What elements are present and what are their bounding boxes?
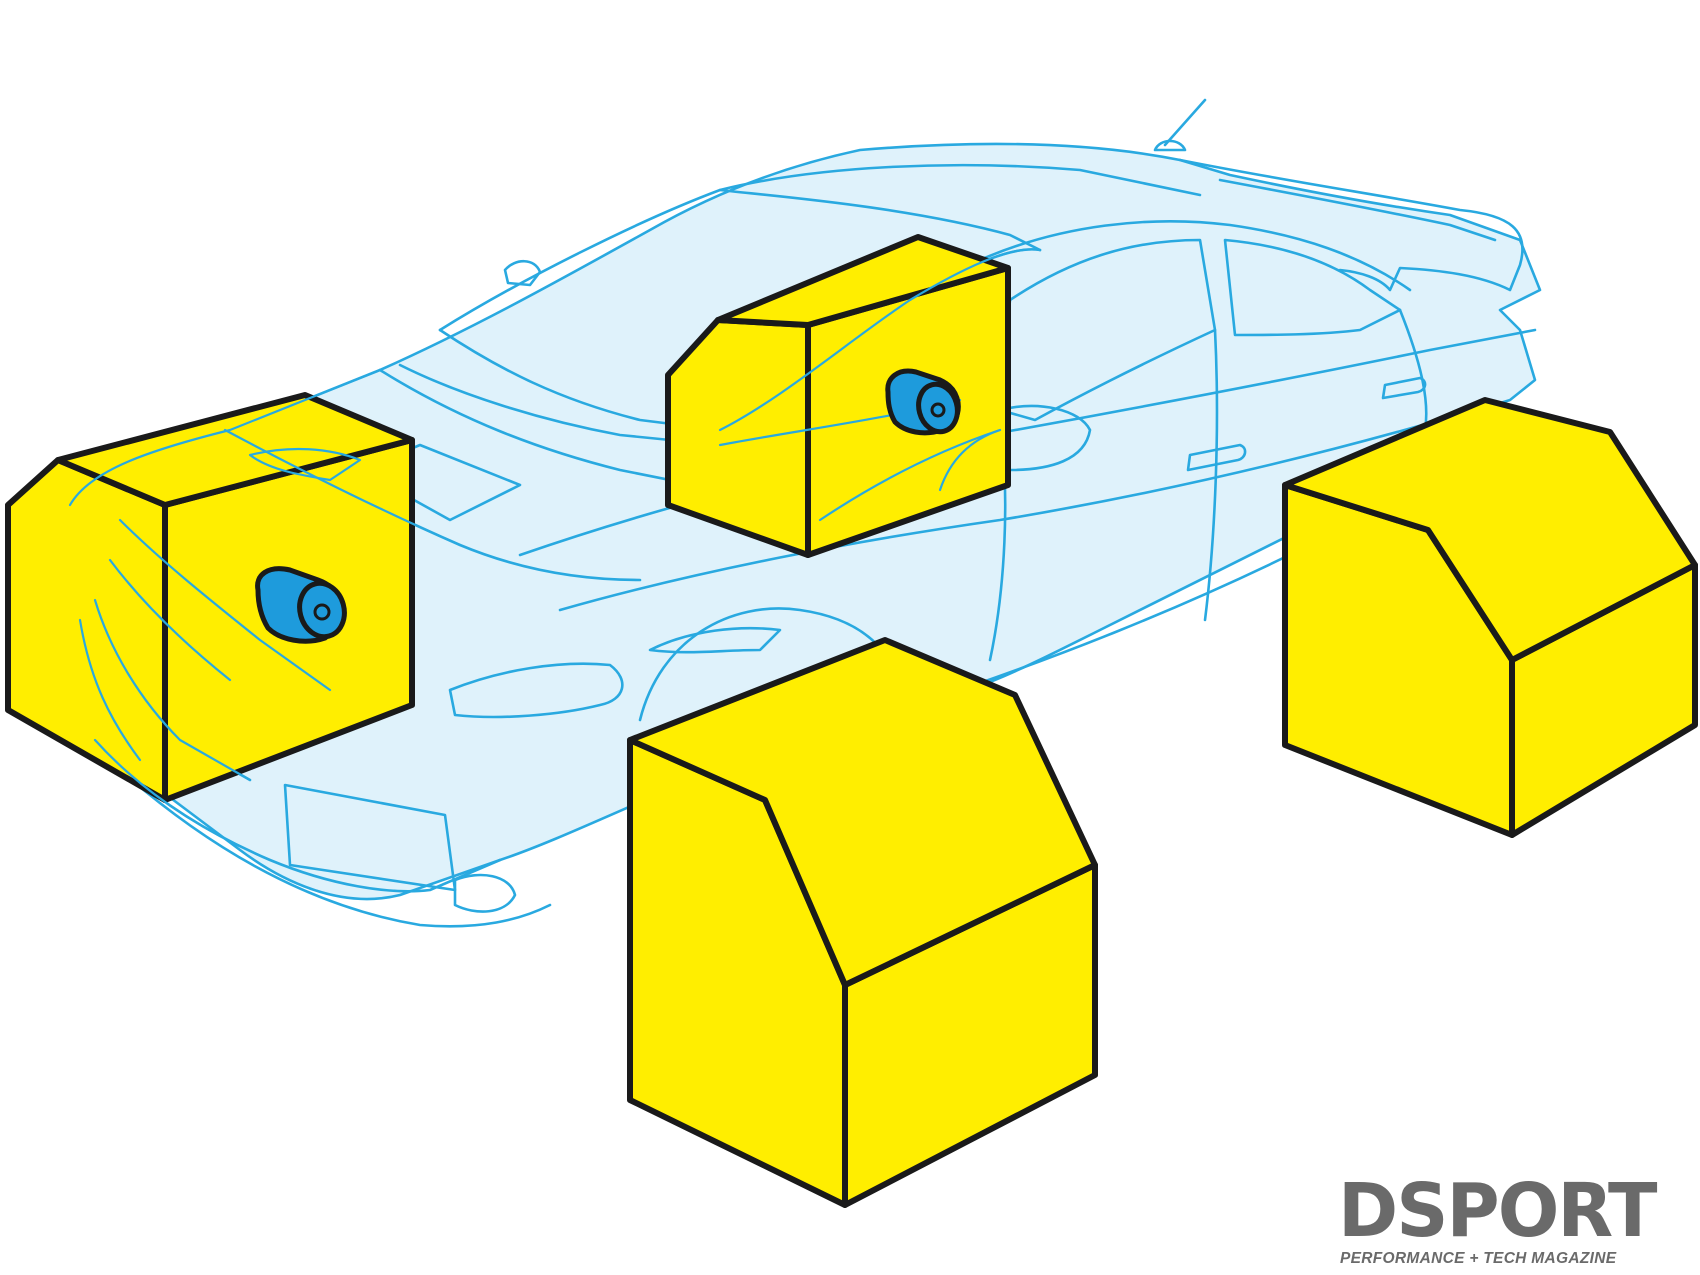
block-front-left-side bbox=[5, 457, 168, 803]
antenna-base bbox=[1153, 139, 1187, 152]
bushing-front-right-end bbox=[916, 381, 960, 435]
side-line-lower bbox=[558, 418, 1442, 612]
bushing-front-left bbox=[255, 566, 347, 644]
bushing-front-left-end bbox=[297, 580, 347, 640]
bushing-front-right bbox=[885, 368, 961, 436]
antenna bbox=[1163, 98, 1207, 147]
dsport-logo: DSPORT PERFORMANCE + TECH MAGAZINE bbox=[1338, 1174, 1688, 1267]
side-mirror bbox=[983, 404, 1092, 472]
headlight bbox=[448, 662, 624, 719]
block-rear-left bbox=[627, 637, 1098, 1208]
logo-tagline: PERFORMANCE + TECH MAGAZINE bbox=[1340, 1250, 1617, 1267]
windshield-lower bbox=[398, 363, 722, 447]
front-door-handle bbox=[1186, 443, 1247, 472]
block-rear-right-top bbox=[1282, 397, 1698, 663]
car-overlay-lines bbox=[68, 248, 1042, 862]
fog-light bbox=[453, 873, 517, 913]
rear-door-line bbox=[1203, 328, 1219, 622]
front-splitter bbox=[118, 768, 552, 928]
hood-mirror bbox=[503, 259, 542, 287]
front-fender-vent bbox=[648, 626, 782, 654]
window-frame-top bbox=[978, 220, 1412, 292]
block-front-right-top bbox=[715, 234, 1011, 328]
rear-door-handle bbox=[1381, 376, 1427, 400]
block-rear-left-top bbox=[627, 637, 1098, 988]
rear-spoiler bbox=[1178, 158, 1524, 292]
car-roof bbox=[438, 163, 1202, 332]
block-rear-right bbox=[1282, 397, 1698, 838]
car-roof-edge bbox=[718, 188, 1042, 252]
logo-brand: DSPORT bbox=[1338, 1168, 1657, 1254]
bushing-front-left-hole bbox=[313, 603, 331, 621]
hood-crease bbox=[378, 368, 722, 492]
bushing-front-right-hole bbox=[930, 402, 946, 418]
block-front-left-top bbox=[55, 392, 415, 508]
rear-spoiler-inner bbox=[1218, 178, 1497, 242]
